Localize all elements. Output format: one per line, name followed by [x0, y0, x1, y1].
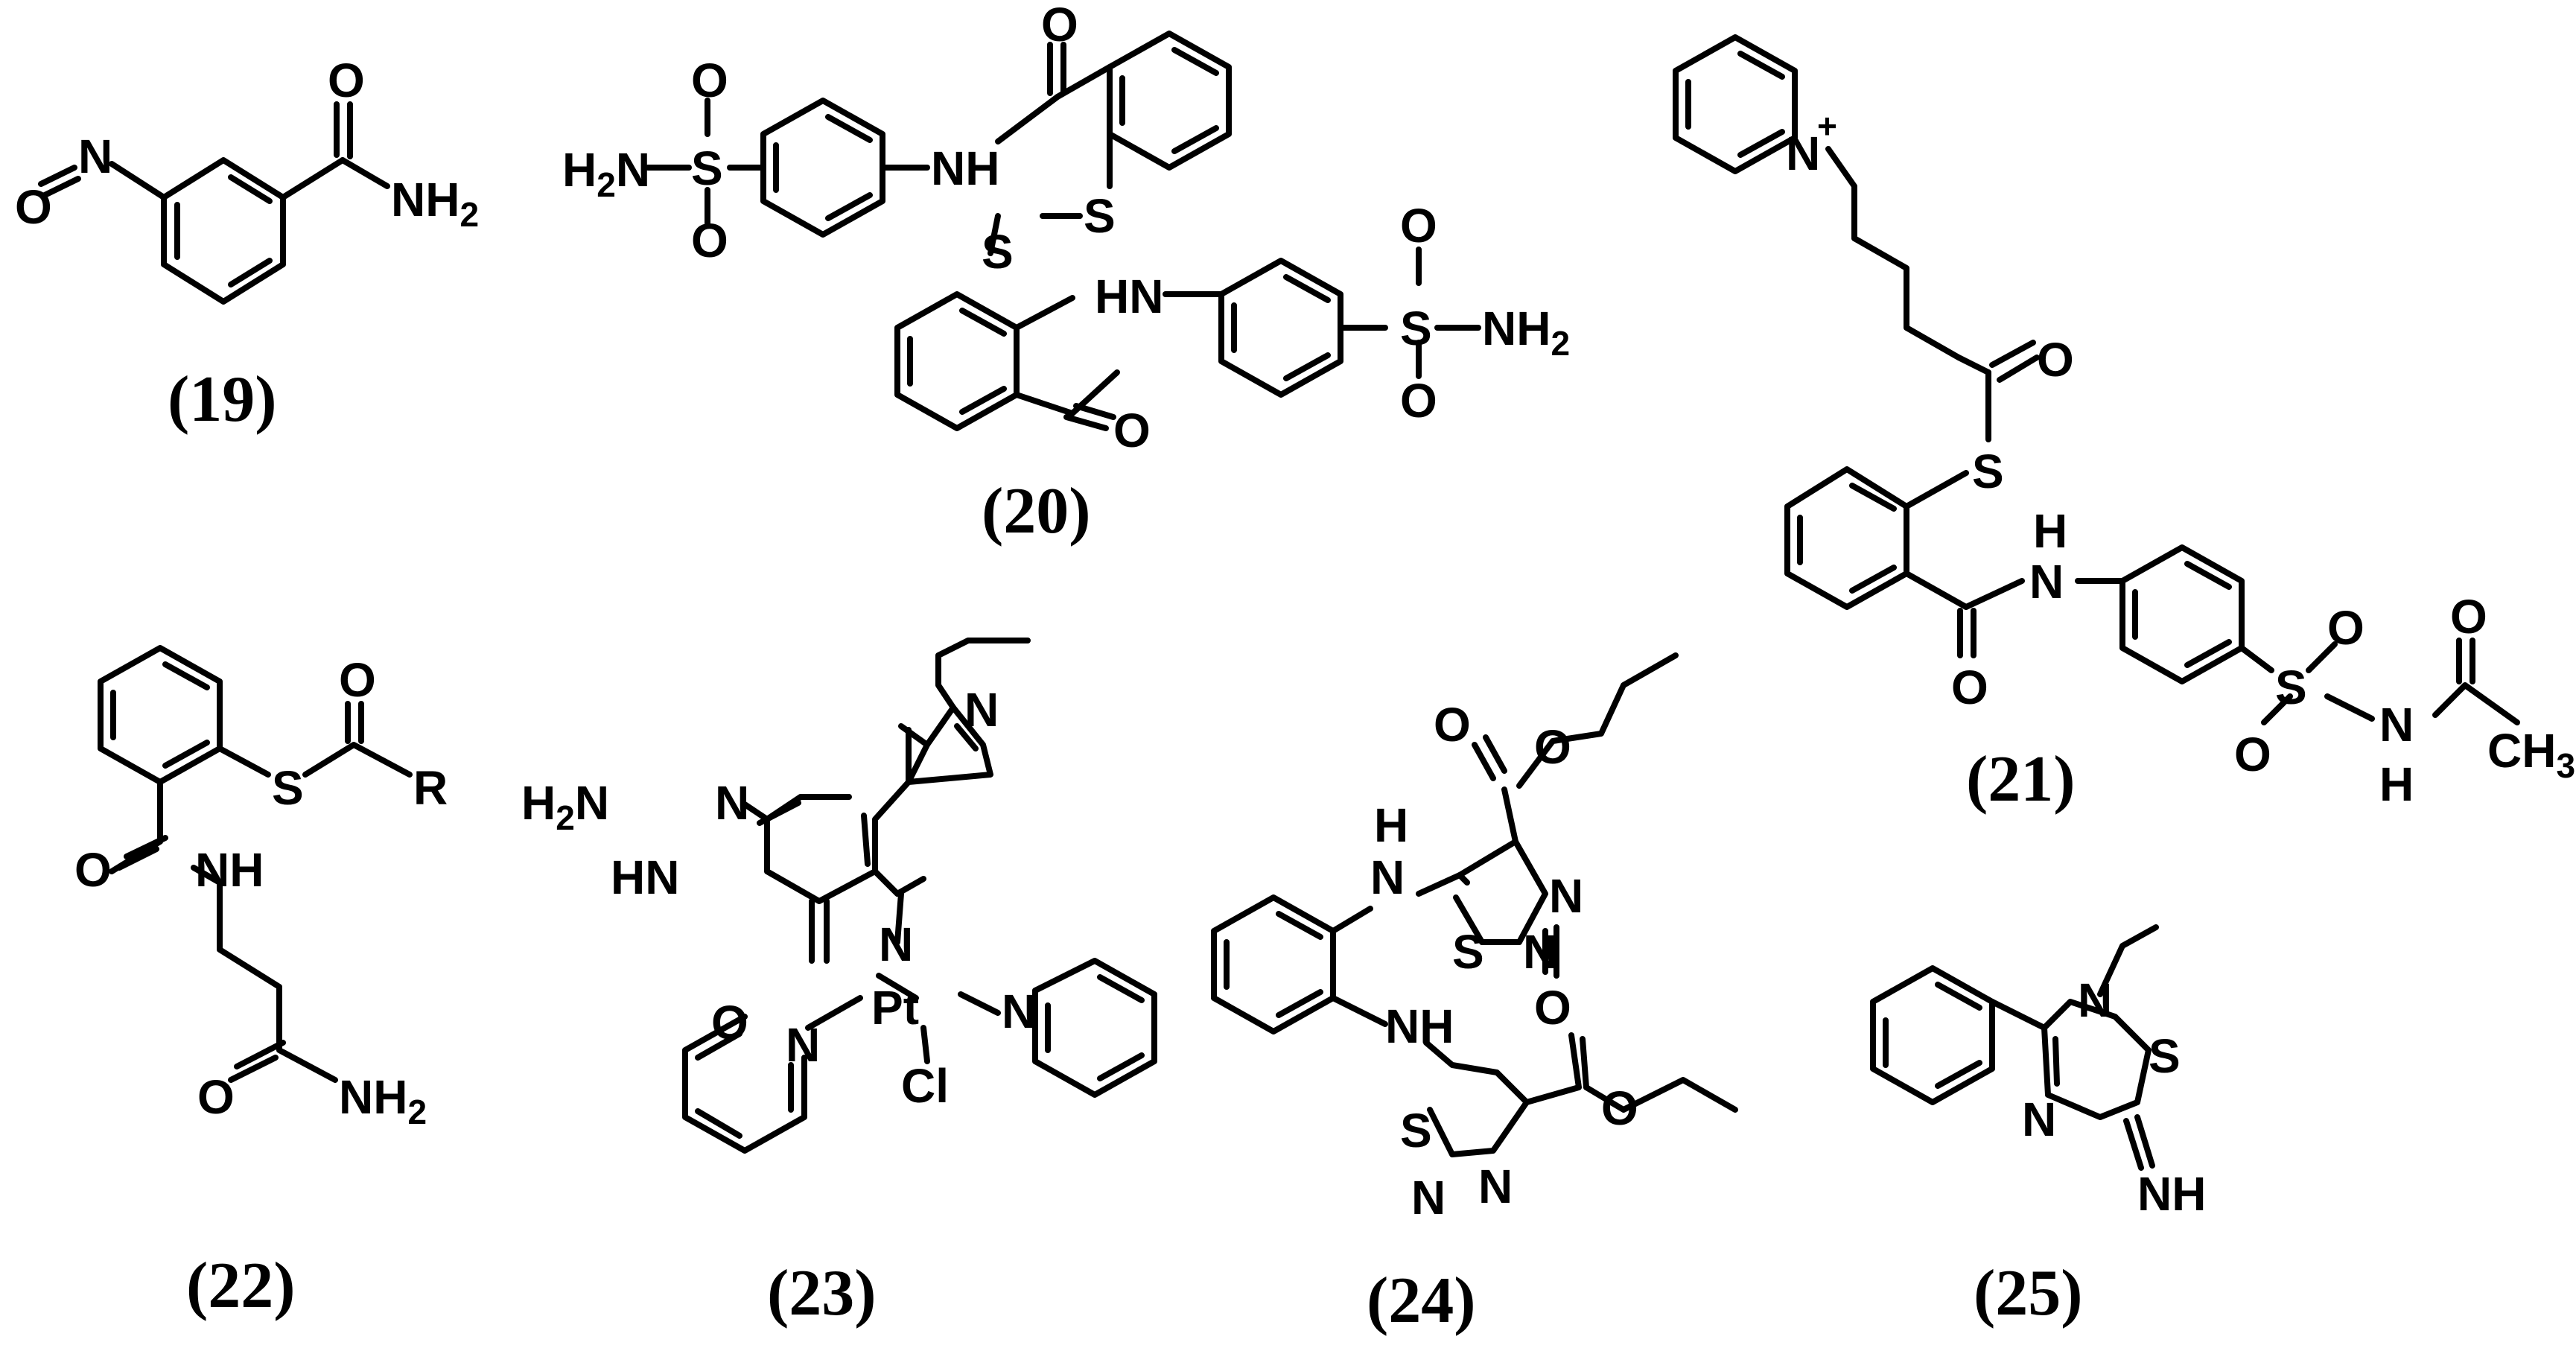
- caption-25: (25): [1974, 1257, 2083, 1329]
- ring-n-methyl-label: N: [2078, 973, 2112, 1027]
- thioester-s-label: S: [1972, 445, 2004, 498]
- sulfonamide-n-label: N: [2379, 698, 2414, 751]
- structure-19: N O O NH2 (19): [15, 54, 479, 436]
- amine-top-h-label: H: [1374, 798, 1408, 852]
- caption-21: (21): [1966, 743, 2076, 816]
- amine-bottom-nh-label: NH: [1385, 999, 1454, 1053]
- h2n-label: H2N: [521, 776, 609, 837]
- sulfonyl-o-bottom-label: O: [2234, 728, 2271, 781]
- thiadiazole1-s-label: S: [1452, 925, 1484, 979]
- ester1-o-label: O: [1534, 720, 1571, 774]
- amide-n-label: N: [2029, 555, 2064, 608]
- thiadiazole2-s-label: S: [1400, 1104, 1432, 1157]
- thiadiazole1-n-a-label: N: [1549, 869, 1583, 923]
- ch3-label: CH3: [2487, 724, 2575, 785]
- structure-22: O S R O NH O NH2 (22): [74, 645, 448, 1322]
- caption-19: (19): [168, 363, 277, 436]
- s-left-label: S: [691, 142, 723, 195]
- pyridine-left-n-label: N: [786, 1018, 820, 1072]
- ester1-carbonyl-o-label: O: [1434, 698, 1471, 751]
- ring-n-label: N: [2022, 1093, 2056, 1146]
- nh-top-label: NH: [931, 142, 999, 195]
- purine-o6-label: O: [711, 996, 748, 1049]
- carbonyl-o-label: O: [328, 54, 365, 107]
- pyridine-right-n-label: N: [1002, 985, 1036, 1038]
- caption-23: (23): [767, 1257, 877, 1329]
- nitroso-n-label: N: [78, 130, 112, 183]
- amine-top-n-label: N: [1370, 851, 1405, 904]
- structure-23: H2N N N HN O N Pt Cl N N (23): [521, 638, 1157, 1329]
- sulfonyl-o-top-label: O: [2327, 601, 2364, 655]
- r-group-label: R: [413, 761, 448, 815]
- thioester-s-label: S: [272, 761, 304, 815]
- caption-20: (20): [982, 475, 1091, 547]
- amide-nh2-label: NH2: [391, 173, 479, 234]
- hn-label: HN: [1095, 270, 1163, 323]
- amide-o-label: O: [1951, 661, 1988, 714]
- amide-nh-label: NH: [195, 843, 264, 897]
- o-left-bottom-label: O: [691, 214, 728, 267]
- amide-o2-label: O: [197, 1070, 235, 1124]
- sulfonyl-s-label: S: [2275, 661, 2307, 714]
- o-bottom-label: O: [1113, 404, 1151, 457]
- structure-21: N + O S H N O S O O N H O CH3 (21): [1673, 34, 2575, 816]
- thioester-o-label: O: [2037, 333, 2074, 387]
- imine-nh-label: NH: [2137, 1167, 2206, 1221]
- amide-o1-label: O: [74, 843, 112, 897]
- sulfonamide-h-label: H: [2379, 757, 2414, 811]
- disulfide-s2-label: S: [1084, 189, 1116, 243]
- ester2-o-label: O: [1601, 1081, 1638, 1135]
- platinum-label: Pt: [871, 981, 919, 1034]
- o-right-bottom-label: O: [1400, 374, 1437, 428]
- purine-n7-label: N: [879, 918, 913, 971]
- amide-h-label: H: [2033, 504, 2067, 558]
- structure-25: N S N NH (25): [1870, 924, 2206, 1329]
- caption-22: (22): [186, 1250, 296, 1322]
- pyridinium-charge-label: +: [1817, 107, 1837, 145]
- ester2-carbonyl-o-label: O: [1534, 981, 1571, 1034]
- amide-nh2-label: NH2: [339, 1070, 427, 1131]
- s-right-label: S: [1400, 302, 1432, 355]
- purine-n9-label: N: [964, 683, 999, 737]
- thiadiazole1-n-b-label: N: [1523, 925, 1557, 979]
- o-right-top-label: O: [1400, 199, 1437, 252]
- o-top-label: O: [1041, 0, 1078, 51]
- thiadiazole2-n-a-label: N: [1411, 1171, 1446, 1224]
- purine-hn1-label: HN: [611, 851, 679, 904]
- nitroso-o-label: O: [15, 180, 52, 234]
- structure-20: H2N S O O NH O S S HN O S O O NH2 (20): [562, 0, 1570, 547]
- chloride-label: Cl: [901, 1059, 949, 1113]
- o-left-top-label: O: [691, 54, 728, 107]
- disulfide-s1-label: S: [982, 225, 1014, 279]
- nh2-right-label: NH2: [1482, 302, 1570, 363]
- thiadiazole2-n-b-label: N: [1478, 1160, 1513, 1213]
- structure-24: O O H N N S N NH O O S N N (24): [1211, 652, 1738, 1337]
- thioester-o-label: O: [339, 653, 376, 707]
- caption-24: (24): [1367, 1265, 1476, 1337]
- acetyl-o-label: O: [2450, 590, 2487, 643]
- pyridinium-n-label: N: [1786, 127, 1820, 180]
- purine-n3-label: N: [715, 776, 749, 830]
- h2n-left-label: H2N: [562, 143, 650, 204]
- ring-s-label: S: [2149, 1029, 2181, 1083]
